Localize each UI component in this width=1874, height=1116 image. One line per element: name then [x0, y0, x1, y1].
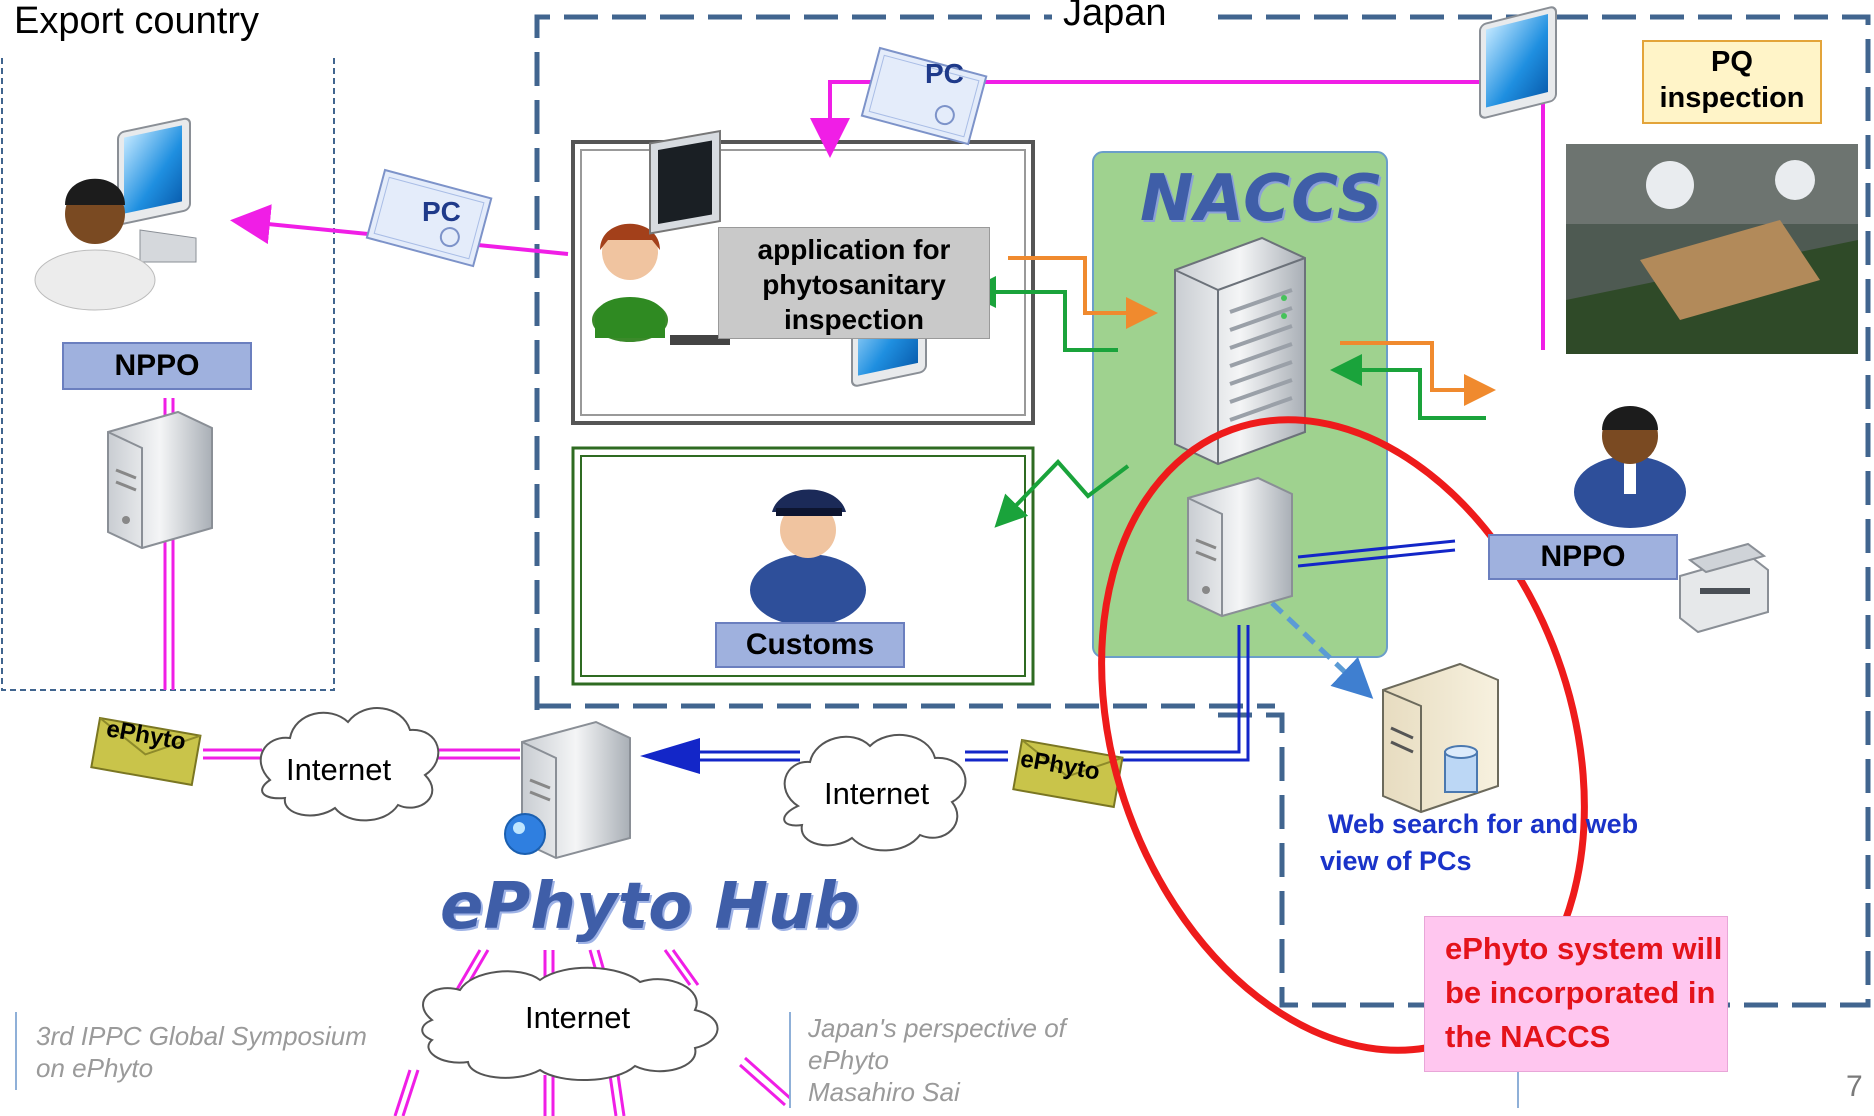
web-search-label-line2: view of PCs: [1320, 846, 1472, 876]
request-arrows: [1008, 256, 1496, 406]
internet-cloud-2: [783, 733, 967, 852]
hub-inbound-arrowhead: [640, 738, 700, 774]
pq-label-line2: inspection: [1659, 82, 1805, 114]
pc-document-1-label: PC: [925, 58, 964, 89]
applicant-box: [571, 140, 1035, 425]
footer-presentation-line2: ePhyto: [808, 1045, 889, 1075]
ephyto-hub-server-icon: [504, 720, 631, 860]
applicant-icon: [592, 129, 730, 345]
web-search-label: Web search for and web view of PCs: [1320, 806, 1638, 880]
export-links: [163, 398, 520, 760]
response-arrows: [964, 276, 1486, 528]
japan-title: Japan: [1063, 0, 1167, 34]
naccs-callout: ePhyto system will be incorporated in th…: [1424, 916, 1728, 1072]
export-nppo-server-icon: [107, 410, 213, 550]
ephyto-transfer-links: [690, 539, 1456, 762]
callout-line3: the NACCS: [1445, 1019, 1611, 1054]
web-search-db-server-icon: [1382, 662, 1499, 814]
application-label: application for phytosanitary inspection: [718, 227, 990, 339]
internet-label-3: Internet: [525, 1000, 631, 1035]
application-label-line1: application for: [757, 234, 951, 265]
japan-nppo-label: NPPO: [1488, 534, 1678, 580]
printer-icon: [1679, 542, 1769, 634]
footer-symposium: 3rd IPPC Global Symposium on ePhyto: [36, 1020, 367, 1084]
japan-nppo-user-icon: [1479, 6, 1686, 528]
pc-document-2: [365, 168, 493, 268]
callout-line1: ePhyto system will: [1445, 931, 1723, 966]
footer-symposium-line2: on ePhyto: [36, 1053, 154, 1083]
pq-inspection-label: PQ inspection: [1642, 40, 1822, 124]
export-nppo-user-icon: [34, 117, 197, 311]
export-country-title: Export country: [14, 0, 259, 42]
footer-presentation: Japan's perspective of ePhyto Masahiro S…: [808, 1012, 1066, 1108]
web-search-label-line1: Web search for and web: [1328, 809, 1639, 839]
export-nppo-label: NPPO: [62, 342, 252, 390]
footer-symposium-line1: 3rd IPPC Global Symposium: [36, 1021, 367, 1051]
ephyto-envelope-1: [90, 716, 202, 787]
pq-label-line1: PQ: [1711, 46, 1753, 78]
application-label-line3: inspection: [783, 304, 924, 335]
internet-label-2: Internet: [824, 776, 930, 811]
customs-label: Customs: [715, 622, 905, 668]
callout-line2: be incorporated in: [1445, 975, 1716, 1010]
application-label-line2: phytosanitary: [762, 269, 946, 300]
internet-cloud-3: [421, 966, 719, 1082]
page-number: 7: [1846, 1070, 1863, 1103]
internet-cloud-1: [259, 707, 440, 822]
naccs-ephyto-server-icon: [1187, 476, 1293, 618]
export-country-region: [1, 58, 335, 691]
pc-document-1: [860, 46, 988, 146]
internet-label-1: Internet: [286, 752, 392, 787]
naccs-server-icon: [1174, 236, 1306, 466]
footer-separators: [15, 1012, 1519, 1108]
naccs-title: NACCS: [1140, 162, 1384, 236]
pc-document-2-label: PC: [422, 196, 461, 227]
footer-presentation-line3: Masahiro Sai: [808, 1077, 960, 1107]
customs-box: [571, 446, 1035, 686]
footer-presentation-line1: Japan's perspective of: [808, 1013, 1066, 1043]
ephyto-hub-title: ePhyto Hub: [440, 870, 860, 944]
pq-inspection-photo: [1566, 144, 1858, 354]
